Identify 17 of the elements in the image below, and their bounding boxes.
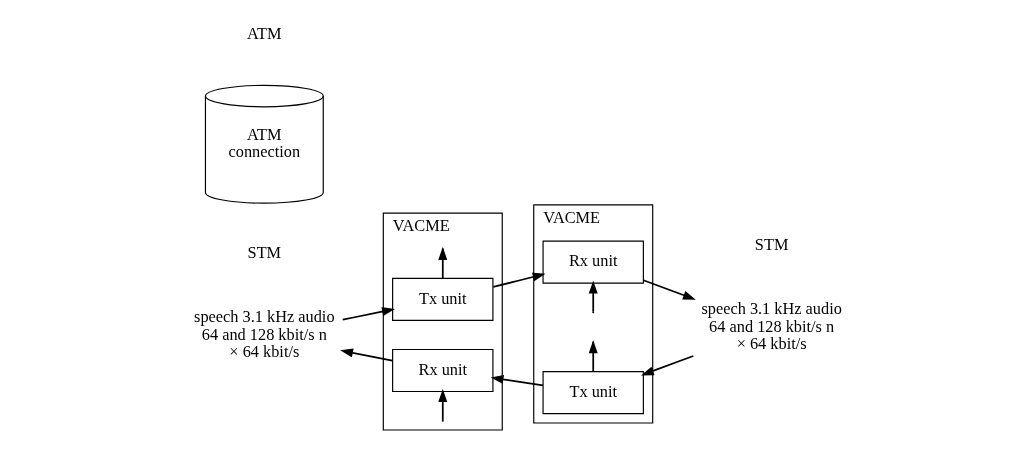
arrow: [438, 388, 448, 421]
label: STM: [754, 234, 789, 254]
label: ATM: [247, 23, 282, 43]
node-box: Tx unit: [392, 277, 494, 321]
arrow: [642, 278, 696, 300]
node-box: Rx unit: [392, 348, 494, 392]
node-box: Rx unit: [542, 240, 644, 284]
node-text: speech 3.1 kHz audio 64 and 128 kbit/s n × 64 kbit/s: [194, 306, 335, 361]
label: STM: [247, 242, 282, 262]
node-box: Tx unit: [542, 370, 644, 414]
arrow: [341, 306, 395, 321]
arrow: [492, 272, 546, 288]
arrow: [490, 374, 544, 386]
node-text: speech 3.1 kHz audio 64 and 128 kbit/s n × 64 kbit/s: [701, 298, 842, 353]
arrow: [588, 280, 598, 312]
arrow: [340, 347, 394, 362]
arrow: [640, 354, 695, 375]
